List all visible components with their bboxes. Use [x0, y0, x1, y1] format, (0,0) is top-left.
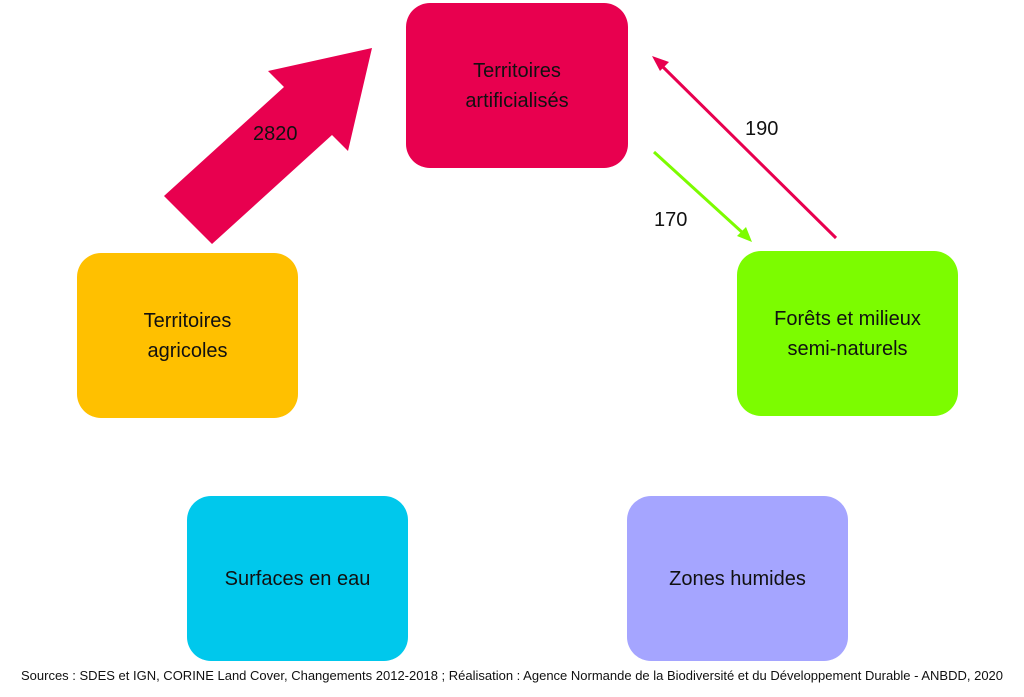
node-label: Surfaces en eau [224, 567, 371, 590]
flow-value-2820: 2820 [253, 123, 298, 145]
flow-arrow-agricoles-to-artificialises [164, 48, 372, 244]
node-forets-milieux-semi-naturels: Forêts et milieux semi-naturels [737, 251, 958, 416]
flow-value-170: 170 [654, 209, 687, 231]
node-label: Territoires agricoles [143, 309, 232, 362]
flow-value-190: 190 [745, 118, 778, 140]
node-zones-humides: Zones humides [627, 496, 848, 661]
node-label: Zones humides [669, 567, 806, 590]
source-caption: Sources : SDES et IGN, CORINE Land Cover… [20, 668, 1004, 683]
node-territoires-artificialises: Territoires artificialisés [406, 3, 628, 168]
node-surfaces-en-eau: Surfaces en eau [187, 496, 408, 661]
node-label: Forêts et milieux semi-naturels [774, 307, 921, 360]
node-label: Territoires artificialisés [465, 59, 569, 112]
flow-arrow-forets-to-artificialises [652, 56, 838, 240]
flow-arrow-artificialises-to-forets [652, 150, 752, 242]
node-territoires-agricoles: Territoires agricoles [77, 253, 298, 418]
